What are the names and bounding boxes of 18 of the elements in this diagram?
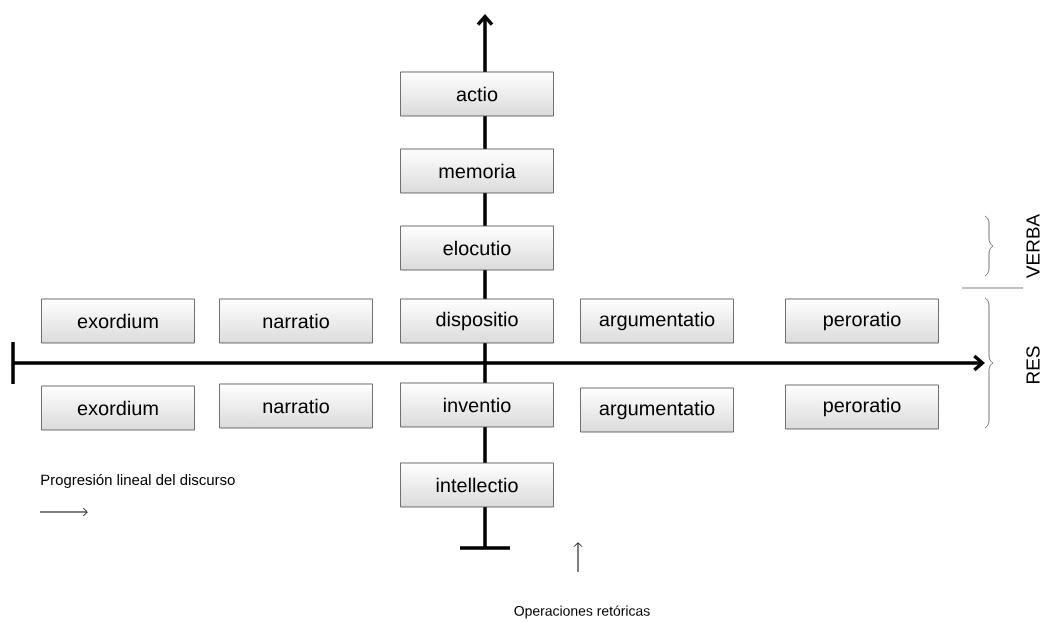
term-box: narratio	[219, 383, 373, 429]
side-label: VERBA	[1026, 213, 1040, 278]
side-label: RES	[1026, 346, 1040, 383]
axis-caption: Operaciones retóricas	[514, 605, 650, 619]
term-box: elocutio	[400, 225, 554, 271]
term-box: intellectio	[400, 462, 554, 508]
term-box: peroratio	[785, 298, 939, 344]
axis-caption: Progresión lineal del discurso	[41, 473, 235, 489]
term-box: narratio	[219, 298, 373, 344]
term-box: exordium	[41, 385, 195, 431]
term-box: exordium	[41, 298, 195, 344]
term-box: argumentatio	[580, 387, 734, 433]
term-box: peroratio	[785, 384, 939, 430]
term-box: dispositio	[400, 298, 554, 344]
term-box: argumentatio	[580, 298, 734, 344]
term-box: inventio	[400, 382, 554, 428]
term-box: memoria	[400, 148, 554, 194]
term-box: actio	[400, 71, 554, 117]
